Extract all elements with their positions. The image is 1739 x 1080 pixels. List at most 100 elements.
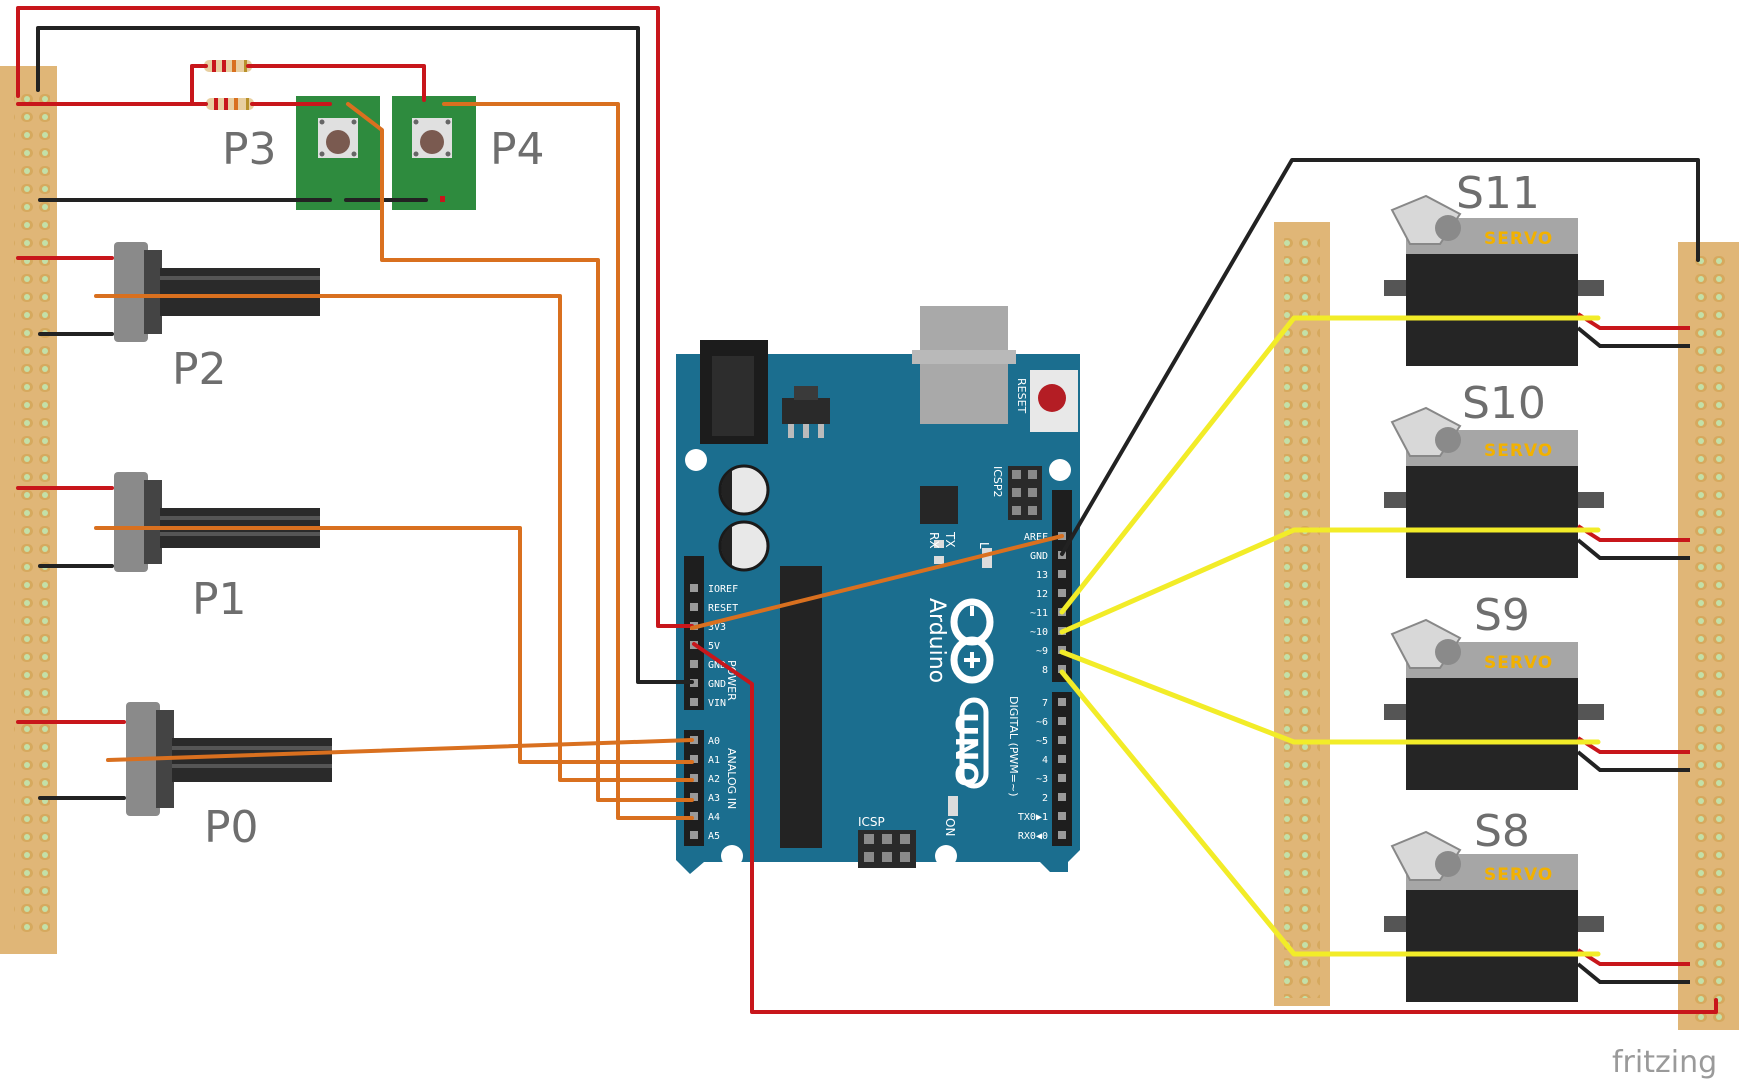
digital-header-label: DIGITAL (PWM=~) bbox=[1007, 696, 1020, 797]
digital-pin-socket[interactable] bbox=[1058, 589, 1066, 597]
board-name: Arduino bbox=[924, 598, 949, 683]
analog-pin-label: A1 bbox=[708, 755, 720, 766]
usb-connector bbox=[920, 306, 1008, 424]
digital-pin-label: 13 bbox=[1036, 570, 1048, 581]
potentiometer-p1[interactable] bbox=[114, 472, 320, 572]
digital-pin-label: ~9 bbox=[1036, 646, 1048, 657]
wire-pin9-s9 bbox=[1059, 649, 1601, 745]
digital-pin-label: ~3 bbox=[1036, 774, 1048, 785]
wire-pin8-s8 bbox=[1059, 669, 1601, 957]
wire-p3-signal bbox=[346, 102, 694, 802]
power-pin-label: RESET bbox=[708, 603, 738, 614]
digital-pin-label: 12 bbox=[1036, 589, 1048, 600]
analog-header bbox=[684, 730, 704, 846]
analog-header-label: ANALOG IN bbox=[725, 748, 738, 809]
power-pin-socket[interactable] bbox=[690, 679, 698, 687]
label-p2: P2 bbox=[172, 344, 227, 395]
wire-p2-signal bbox=[94, 294, 694, 782]
wire-pin10-s10 bbox=[1059, 527, 1601, 635]
digital-pin-socket[interactable] bbox=[1058, 812, 1066, 820]
digital-pin-label: RX0◀0 bbox=[1018, 831, 1048, 842]
wire-p4-signal bbox=[442, 102, 694, 820]
digital-header-bottom bbox=[1052, 692, 1072, 846]
on-label: ON bbox=[943, 818, 957, 836]
digital-pin-socket[interactable] bbox=[1058, 793, 1066, 801]
arduino-uno-board: Arduino UNO RESET ICSP2 TX RX L ON ICSP … bbox=[676, 306, 1080, 874]
analog-pin-socket[interactable] bbox=[690, 774, 698, 782]
pushbutton-p3[interactable] bbox=[296, 96, 380, 210]
digital-pin-socket[interactable] bbox=[1058, 665, 1066, 673]
analog-pin-label: A0 bbox=[708, 736, 720, 747]
icsp-label: ICSP bbox=[858, 815, 885, 829]
digital-pin-socket[interactable] bbox=[1058, 717, 1066, 725]
digital-pin-socket[interactable] bbox=[1058, 774, 1066, 782]
microcontroller-chip bbox=[780, 566, 822, 848]
wire-pin11-s11 bbox=[1059, 315, 1601, 615]
label-s9: S9 bbox=[1474, 590, 1530, 641]
digital-pin-socket[interactable] bbox=[1058, 755, 1066, 763]
pushbutton-p4[interactable] bbox=[392, 96, 476, 210]
digital-pin-label: 7 bbox=[1042, 698, 1048, 709]
digital-pin-label: AREF bbox=[1024, 532, 1048, 543]
tx-label: TX bbox=[943, 531, 957, 548]
right-perfboard bbox=[1678, 242, 1739, 1030]
power-pin-label: 3V3 bbox=[708, 622, 726, 633]
wire-3v3-aref bbox=[690, 534, 1064, 630]
power-header bbox=[684, 556, 704, 710]
servo-s8[interactable]: SERVO bbox=[1384, 830, 1690, 1002]
wire-p1-signal bbox=[94, 526, 694, 764]
wire-5v-top bbox=[16, 6, 694, 628]
board-model: UNO bbox=[948, 712, 983, 787]
analog-pin-label: A3 bbox=[708, 793, 720, 804]
led-l-label: L bbox=[977, 542, 991, 549]
analog-pin-label: A4 bbox=[708, 812, 720, 823]
digital-pin-socket[interactable] bbox=[1058, 698, 1066, 706]
label-p1: P1 bbox=[192, 574, 247, 625]
label-s8: S8 bbox=[1474, 806, 1530, 857]
power-pin-label: GND bbox=[708, 660, 726, 671]
rx-label: RX bbox=[927, 532, 941, 549]
icsp2-label: ICSP2 bbox=[991, 466, 1004, 498]
analog-pin-socket[interactable] bbox=[690, 755, 698, 763]
digital-pin-label: ~6 bbox=[1036, 717, 1048, 728]
servo-s10[interactable]: SERVO bbox=[1384, 406, 1690, 578]
analog-pin-socket[interactable] bbox=[690, 793, 698, 801]
wire-5v-servo bbox=[692, 642, 1718, 1014]
power-pin-label: VIN bbox=[708, 698, 726, 709]
digital-pin-label: GND bbox=[1030, 551, 1048, 562]
power-pin-socket[interactable] bbox=[690, 603, 698, 611]
power-pin-label: 5V bbox=[708, 641, 720, 652]
servo-brand-label: SERVO bbox=[1484, 229, 1553, 249]
wire-gnd-servo bbox=[1060, 158, 1700, 556]
label-p3: P3 bbox=[222, 124, 277, 175]
power-pin-label: IOREF bbox=[708, 584, 738, 595]
power-pin-socket[interactable] bbox=[690, 660, 698, 668]
left-perfboard bbox=[0, 66, 57, 954]
servo-brand-label: SERVO bbox=[1484, 441, 1553, 461]
wire-gnd-top bbox=[36, 26, 694, 684]
servo-brand-label: SERVO bbox=[1484, 865, 1553, 885]
potentiometer-p2[interactable] bbox=[114, 242, 320, 342]
digital-pin-label: TX0▶1 bbox=[1018, 812, 1048, 823]
analog-pin-label: A2 bbox=[708, 774, 720, 785]
label-p4: P4 bbox=[490, 124, 545, 175]
digital-pin-socket[interactable] bbox=[1058, 736, 1066, 744]
wires bbox=[16, 6, 1718, 1014]
digital-pin-socket[interactable] bbox=[1058, 570, 1066, 578]
analog-pin-socket[interactable] bbox=[690, 812, 698, 820]
digital-pin-label: 8 bbox=[1042, 665, 1048, 676]
servo-s11[interactable]: SERVO bbox=[1384, 194, 1690, 366]
power-pin-socket[interactable] bbox=[690, 584, 698, 592]
middle-perfboard bbox=[1274, 222, 1330, 1006]
digital-pin-socket[interactable] bbox=[1058, 831, 1066, 839]
digital-pin-label: 4 bbox=[1042, 755, 1048, 766]
digital-pin-label: ~5 bbox=[1036, 736, 1048, 747]
wire-p0-signal bbox=[106, 738, 694, 762]
arduino-logo bbox=[950, 598, 994, 684]
digital-pin-label: ~10 bbox=[1030, 627, 1048, 638]
power-pin-socket[interactable] bbox=[690, 698, 698, 706]
servo-s9[interactable]: SERVO bbox=[1384, 618, 1690, 790]
analog-pin-socket[interactable] bbox=[690, 831, 698, 839]
label-s11: S11 bbox=[1456, 168, 1540, 219]
